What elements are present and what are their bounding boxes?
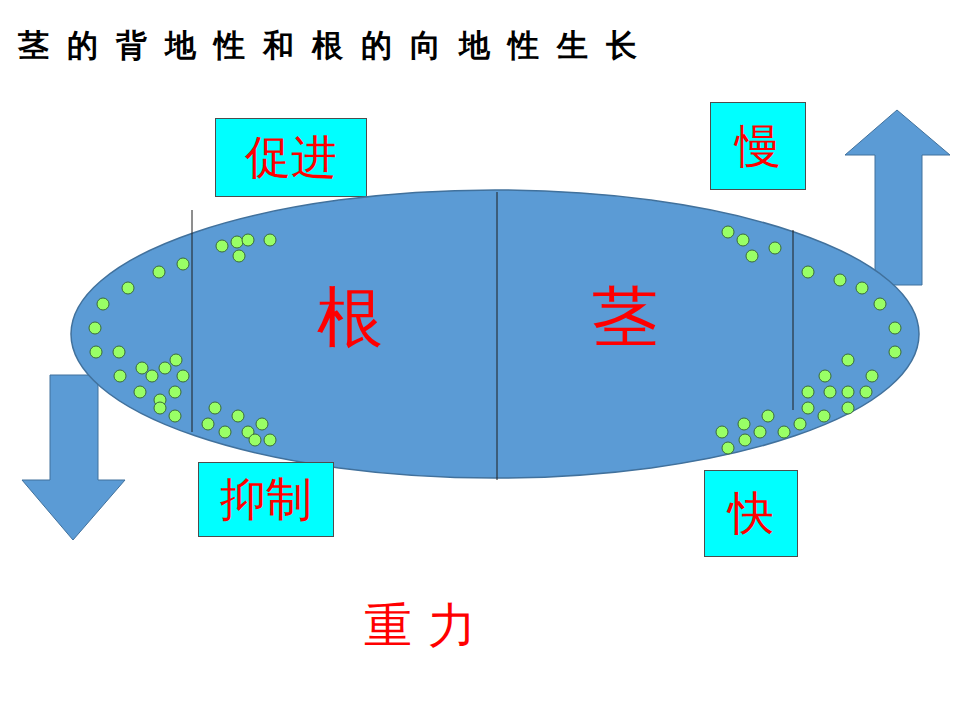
- auxin-dot: [169, 410, 181, 422]
- divider-line: [192, 210, 193, 432]
- divider-line: [497, 192, 498, 480]
- auxin-dot: [256, 418, 268, 430]
- divider-line: [793, 230, 794, 410]
- auxin-dot: [136, 362, 148, 374]
- auxin-dot: [89, 322, 101, 334]
- auxin-dot: [824, 386, 836, 398]
- effect-box: 慢: [710, 102, 806, 190]
- auxin-dot: [90, 346, 102, 358]
- auxin-dot: [866, 370, 878, 382]
- auxin-dot: [739, 434, 751, 446]
- auxin-dot: [856, 282, 868, 294]
- auxin-dot: [802, 402, 814, 414]
- auxin-dot: [716, 426, 728, 438]
- auxin-dot: [264, 234, 276, 246]
- auxin-dot: [746, 250, 758, 262]
- plant-organ-ellipse: 根茎: [70, 188, 920, 480]
- organ-label: 茎: [592, 285, 658, 351]
- auxin-dot: [264, 434, 276, 446]
- effect-box: 抑制: [198, 462, 334, 537]
- auxin-dot: [233, 250, 245, 262]
- auxin-dot: [778, 426, 790, 438]
- auxin-dot: [113, 346, 125, 358]
- auxin-dot: [153, 266, 165, 278]
- auxin-dot: [802, 266, 814, 278]
- ellipse-outline: [70, 188, 920, 480]
- auxin-dot: [249, 434, 261, 446]
- auxin-dot: [874, 298, 886, 310]
- auxin-dot: [722, 442, 734, 454]
- effect-label: 慢: [735, 121, 781, 172]
- auxin-dot: [722, 226, 734, 238]
- auxin-dot: [737, 234, 749, 246]
- effect-box: 促进: [215, 118, 367, 197]
- auxin-dot: [122, 282, 134, 294]
- auxin-dot: [219, 426, 231, 438]
- auxin-dot: [216, 240, 228, 252]
- auxin-dot: [97, 298, 109, 310]
- auxin-dot: [232, 410, 244, 422]
- effect-label: 抑制: [220, 474, 312, 525]
- auxin-dot: [860, 386, 872, 398]
- title: 茎的背地性和根的向地性生长: [18, 28, 655, 62]
- organ-label: 根: [317, 285, 383, 351]
- auxin-dot: [170, 354, 182, 366]
- force-label: 重 力: [364, 599, 475, 652]
- effect-box: 快: [704, 470, 798, 557]
- auxin-dot: [231, 236, 243, 248]
- auxin-dot: [819, 370, 831, 382]
- auxin-dot: [209, 402, 221, 414]
- auxin-dot: [134, 386, 146, 398]
- auxin-dot: [738, 418, 750, 430]
- auxin-dot: [818, 410, 830, 422]
- auxin-dot: [889, 346, 901, 358]
- auxin-dot: [842, 386, 854, 398]
- auxin-dot: [762, 410, 774, 422]
- auxin-dot: [834, 274, 846, 286]
- auxin-dot: [202, 418, 214, 430]
- auxin-dot: [842, 354, 854, 366]
- auxin-dot: [146, 370, 158, 382]
- auxin-dot: [889, 322, 901, 334]
- auxin-dot: [842, 402, 854, 414]
- auxin-dot: [754, 426, 766, 438]
- auxin-dot: [114, 370, 126, 382]
- auxin-dot: [794, 418, 806, 430]
- auxin-dot: [177, 370, 189, 382]
- down-arrow: [22, 375, 125, 540]
- auxin-dot: [802, 386, 814, 398]
- ellipse: [71, 190, 919, 478]
- auxin-dot: [169, 386, 181, 398]
- effect-label: 促进: [245, 132, 337, 183]
- auxin-dot: [177, 258, 189, 270]
- auxin-dot: [159, 362, 171, 374]
- effect-label: 快: [728, 488, 774, 539]
- up-arrow: [845, 110, 950, 285]
- auxin-dot: [769, 242, 781, 254]
- auxin-dot: [154, 402, 166, 414]
- auxin-dot: [242, 234, 254, 246]
